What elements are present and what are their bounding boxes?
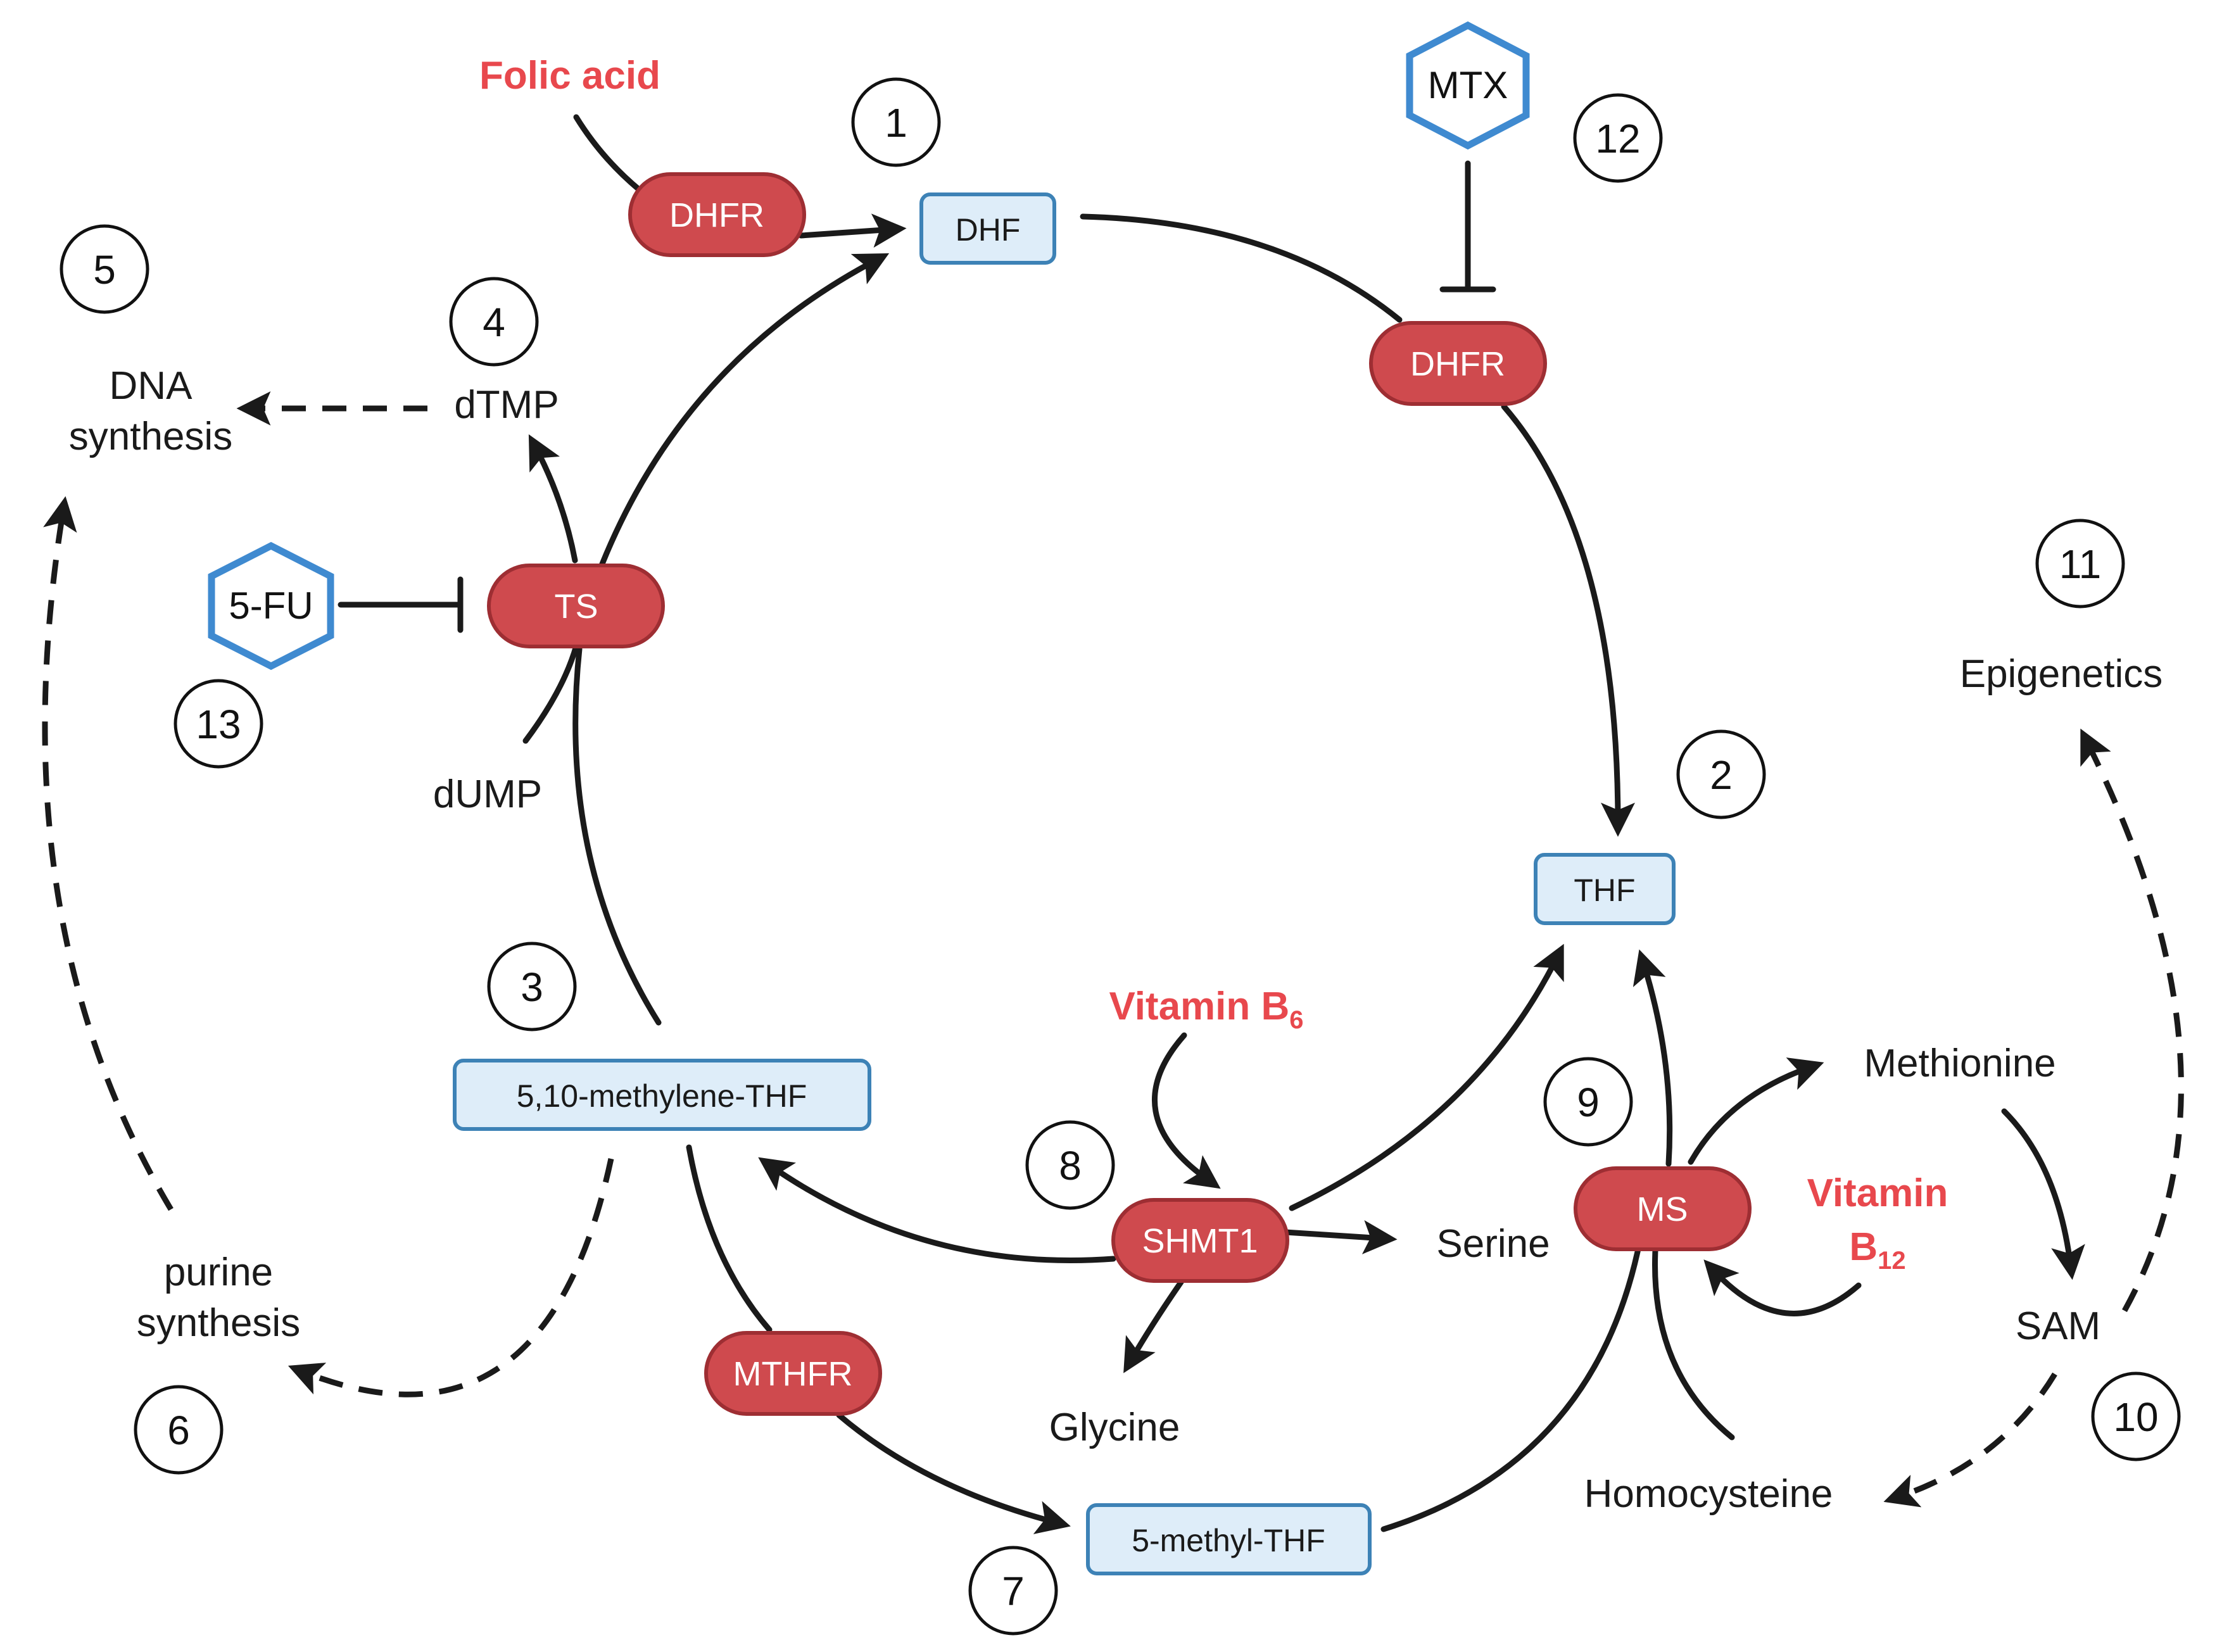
step-marker: 7: [968, 1546, 1058, 1636]
arc-ts-to-dhf: [598, 253, 890, 569]
label-vitamin-b12-1: Vitamin: [1807, 1171, 1948, 1215]
step-marker: 3: [487, 942, 577, 1031]
enzyme-shmt1-label: SHMT1: [1142, 1222, 1258, 1260]
arc-dhfr-to-thf: [1501, 403, 1635, 837]
text-labels: Folic acid DNA synthesis dTMP dUMP purin…: [69, 54, 2163, 1516]
arc-methyl-thf-to-ms: [1380, 1237, 1643, 1532]
arrow-shmt1-to-serine: [1282, 1220, 1398, 1254]
drug-5fu-label: 5-FU: [229, 584, 313, 627]
arrow-b12-to-ms: [1703, 1259, 1862, 1316]
step-marker: 11: [2035, 519, 2125, 608]
arrow-methionine-to-sam: [2001, 1108, 2085, 1280]
arrow-b6-to-shmt1: [1152, 1032, 1221, 1189]
step-number: 11: [2059, 541, 2101, 587]
label-dtmp: dTMP: [454, 383, 559, 427]
step-marker: 9: [1543, 1057, 1633, 1147]
metabolite-thf-label: THF: [1574, 873, 1635, 908]
label-vitamin-b6: Vitamin B6: [1109, 985, 1303, 1034]
arrow-sam-to-homocysteine: [1883, 1372, 2057, 1508]
step-number: 1: [885, 100, 907, 146]
arrow-shmt1-to-glycine: [1123, 1279, 1184, 1373]
step-marker: 13: [174, 679, 263, 769]
step-marker: 10: [2091, 1371, 2181, 1461]
enzyme-mthfr: MTHFR: [704, 1331, 882, 1416]
label-serine: Serine: [1436, 1222, 1550, 1266]
enzyme-dhfr-right: DHFR: [1369, 321, 1547, 406]
label-dna-synthesis-2: synthesis: [69, 415, 232, 458]
metabolite-dhf-label: DHF: [956, 212, 1021, 248]
label-purine-synthesis-2: synthesis: [137, 1301, 300, 1345]
arc-homocysteine-to-ms: [1652, 1237, 1735, 1441]
step-number: 3: [521, 964, 543, 1010]
step-number: 12: [1595, 116, 1640, 161]
metabolite-methyl-thf: 5-methyl-THF: [1086, 1503, 1372, 1575]
step-number: 5: [93, 247, 116, 293]
arrow-mthfr-to-methyl-thf: [836, 1412, 1071, 1534]
step-marker: 5: [60, 224, 149, 314]
label-dna-synthesis-1: DNA: [110, 364, 193, 408]
metabolite-methylene-thf: 5,10-methylene-THF: [453, 1059, 871, 1131]
enzyme-ms: MS: [1574, 1166, 1752, 1251]
enzyme-shmt1: SHMT1: [1111, 1198, 1289, 1283]
step-marker: 8: [1025, 1120, 1115, 1210]
label-folic-acid: Folic acid: [479, 54, 660, 98]
enzyme-mthfr-label: MTHFR: [733, 1355, 853, 1393]
arrow-methylene-to-purine: [287, 1158, 614, 1397]
arrow-sam-to-epigenetics: [2080, 728, 2184, 1313]
step-marker: 6: [134, 1385, 224, 1475]
arrow-shmt1-to-methylene: [758, 1157, 1116, 1264]
fu-hexagon-icon: [208, 541, 334, 671]
label-glycine: Glycine: [1049, 1406, 1180, 1449]
drug-mtx: MTX: [1406, 21, 1530, 150]
step-number: 7: [1002, 1568, 1025, 1614]
step-marker: 4: [449, 277, 539, 367]
arrow-dhfr-to-dhf: [798, 213, 907, 248]
step-number: 4: [483, 300, 505, 345]
enzyme-ts: TS: [487, 564, 665, 648]
metabolite-dhf: DHF: [919, 192, 1056, 265]
arc-dhf-to-dhfr: [1080, 213, 1403, 323]
enzyme-ms-label: MS: [1637, 1190, 1688, 1228]
arrow-purine-to-dna: [42, 496, 174, 1211]
step-number: 9: [1577, 1080, 1600, 1125]
enzyme-ts-label: TS: [554, 588, 598, 626]
mtx-hexagon-icon: [1406, 21, 1530, 150]
arrow-shmt1-to-thf: [1289, 943, 1564, 1211]
dump-link: [522, 643, 579, 744]
step-number: 6: [167, 1408, 190, 1453]
label-methionine: Methionine: [1864, 1042, 2055, 1085]
label-epigenetics: Epigenetics: [1960, 652, 2163, 696]
folic-acid-link: [573, 114, 643, 193]
enzyme-dhfr-top: DHFR: [628, 172, 806, 257]
step-marker: 2: [1676, 729, 1766, 819]
step-marker: 12: [1573, 93, 1663, 183]
step-marker: 1: [851, 77, 941, 167]
label-dump: dUMP: [433, 772, 542, 816]
metabolite-methyl-thf-label: 5-methyl-THF: [1132, 1523, 1325, 1558]
label-purine-synthesis-1: purine: [164, 1251, 273, 1294]
drug-5fu: 5-FU: [208, 541, 334, 671]
step-number: 10: [2113, 1394, 2158, 1440]
label-vitamin-b12-2: B12: [1849, 1225, 1905, 1275]
arrow-ms-to-thf: [1632, 949, 1673, 1167]
arrow-ms-to-methionine: [1688, 1057, 1824, 1165]
arrow-ts-to-dtmp: [528, 434, 578, 564]
drug-mtx-label: MTX: [1428, 64, 1508, 106]
step-number: 2: [1710, 752, 1733, 798]
label-homocysteine: Homocysteine: [1584, 1472, 1833, 1516]
step-number: 13: [196, 702, 241, 747]
arc-methylene-to-ts: [572, 646, 662, 1026]
metabolite-methylene-thf-label: 5,10-methylene-THF: [517, 1078, 807, 1114]
step-number: 8: [1059, 1143, 1082, 1189]
label-sam: SAM: [2016, 1304, 2100, 1348]
arc-methylene-to-mthfr: [686, 1144, 773, 1333]
connectors: [42, 114, 2184, 1534]
enzyme-dhfr-top-label: DHFR: [669, 196, 764, 234]
step-markers: 1 2 3 4 5 6 7 8 9 10 11 12 13: [60, 77, 2181, 1636]
metabolite-thf: THF: [1534, 853, 1676, 925]
enzyme-dhfr-right-label: DHFR: [1410, 345, 1505, 383]
